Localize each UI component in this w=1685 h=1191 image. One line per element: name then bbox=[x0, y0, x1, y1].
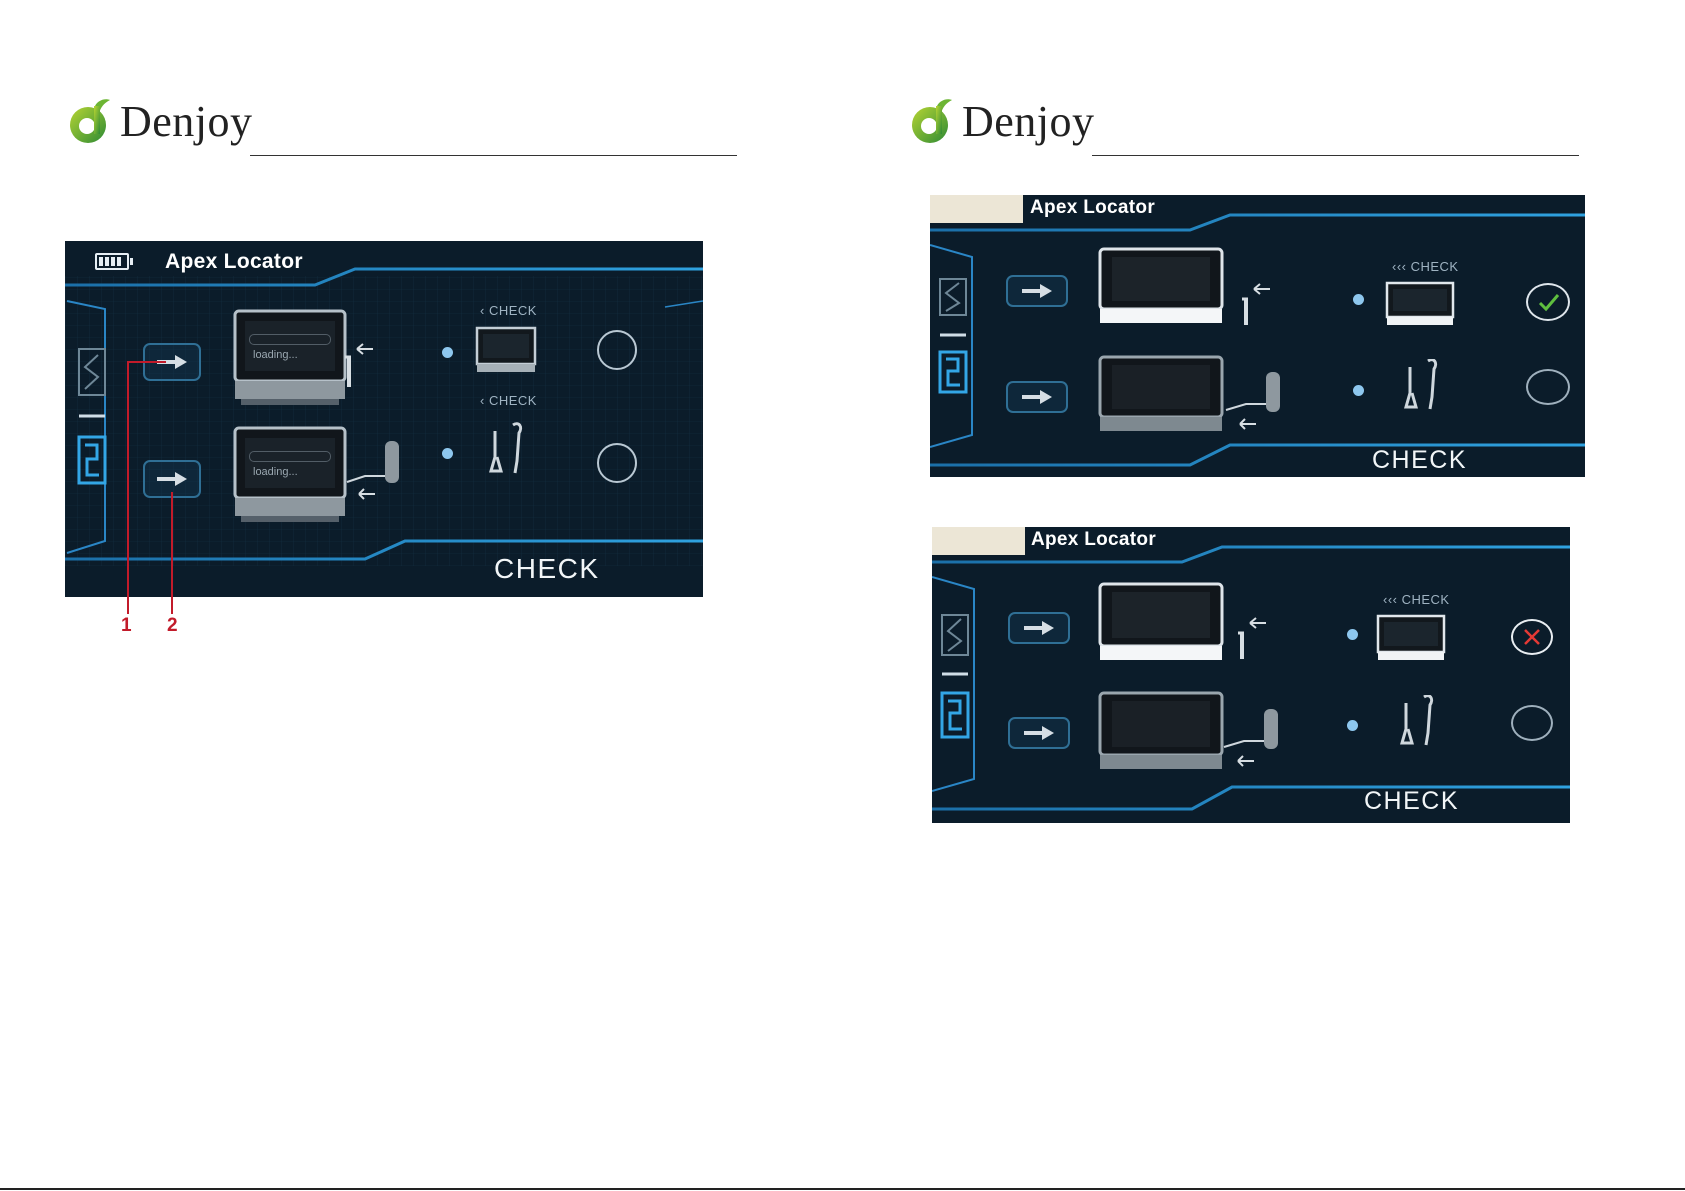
result-indicator-1 bbox=[597, 330, 637, 370]
apex-locator-device-icon bbox=[1098, 247, 1224, 329]
status-dot bbox=[1353, 385, 1364, 396]
loading-status: loading... bbox=[253, 466, 298, 478]
header-rule bbox=[250, 155, 737, 156]
arrow-right-icon bbox=[1022, 390, 1052, 404]
title-tab bbox=[930, 195, 1023, 223]
result-indicator-2 bbox=[1526, 369, 1570, 405]
brand-header-right: Denjoy bbox=[910, 98, 1095, 144]
brand-header-left: Denjoy bbox=[68, 98, 253, 144]
status-dot bbox=[442, 347, 453, 358]
arrow-right-icon bbox=[1022, 284, 1052, 298]
screen-title: Apex Locator bbox=[1030, 197, 1155, 219]
result-indicator-2 bbox=[1511, 705, 1553, 741]
check-button[interactable]: CHECK bbox=[1372, 446, 1467, 475]
result-indicator-1 bbox=[1511, 619, 1553, 655]
arrow-right-icon bbox=[1024, 726, 1054, 740]
loading-progress bbox=[249, 334, 331, 345]
mode-selector[interactable] bbox=[936, 277, 972, 417]
mini-device-icon bbox=[1385, 281, 1457, 327]
test-button-2[interactable] bbox=[1006, 381, 1068, 413]
status-dot bbox=[1347, 629, 1358, 640]
denjoy-logo-icon bbox=[68, 98, 112, 144]
arrow-right-icon bbox=[1024, 621, 1054, 635]
header-rule bbox=[1092, 155, 1579, 156]
probe-tools-icon bbox=[1396, 695, 1440, 751]
check-button[interactable]: CHECK bbox=[494, 553, 600, 585]
check-mark-icon bbox=[1538, 292, 1560, 312]
check-hint-1: ‹‹‹ CHECK bbox=[1383, 592, 1450, 607]
brand-name: Denjoy bbox=[962, 100, 1095, 144]
loading-progress bbox=[249, 451, 331, 462]
test-button-2[interactable] bbox=[1008, 717, 1070, 749]
handpiece-cable-icon bbox=[345, 436, 405, 506]
apex-locator-device-icon bbox=[1098, 691, 1224, 775]
test-button-1[interactable] bbox=[1006, 275, 1068, 307]
apex-locator-screen-fail: Apex Locator ‹‹‹ CHECK bbox=[932, 527, 1570, 823]
handpiece-cable-icon bbox=[1222, 707, 1284, 777]
brand-name: Denjoy bbox=[120, 100, 253, 144]
file-clip-icon bbox=[343, 341, 383, 391]
apex-locator-device-icon bbox=[1098, 582, 1224, 666]
apex-locator-device-icon bbox=[1098, 355, 1224, 437]
test-button-1[interactable] bbox=[1008, 612, 1070, 644]
result-indicator-2 bbox=[597, 443, 637, 483]
loading-status: loading... bbox=[253, 349, 298, 361]
mini-device-icon bbox=[1376, 614, 1448, 662]
mode-selector[interactable] bbox=[75, 347, 111, 497]
check-button[interactable]: CHECK bbox=[1364, 787, 1459, 816]
check-hint-1: ‹‹‹ CHECK bbox=[1392, 259, 1459, 274]
title-tab bbox=[932, 527, 1025, 555]
apex-locator-screen-pass: Apex Locator ‹‹‹ CHECK bbox=[930, 195, 1585, 477]
mini-device-icon bbox=[475, 326, 537, 376]
screen-frame bbox=[932, 527, 1570, 823]
screen-title: Apex Locator bbox=[165, 250, 303, 274]
status-dot bbox=[1353, 294, 1364, 305]
denjoy-logo-icon bbox=[910, 98, 954, 144]
file-clip-icon bbox=[1236, 617, 1276, 663]
status-dot bbox=[1347, 720, 1358, 731]
battery-icon bbox=[95, 253, 129, 270]
callout-lines bbox=[110, 352, 180, 618]
check-hint-2: ‹ CHECK bbox=[480, 393, 537, 408]
mode-selector[interactable] bbox=[938, 613, 974, 763]
handpiece-cable-icon bbox=[1224, 370, 1286, 440]
callout-1: 1 bbox=[121, 615, 132, 637]
file-clip-icon bbox=[1240, 283, 1280, 329]
page-bottom-rule bbox=[0, 1188, 1685, 1190]
result-indicator-1 bbox=[1526, 283, 1570, 321]
probe-tools-icon bbox=[1400, 359, 1444, 415]
callout-2: 2 bbox=[167, 615, 178, 637]
check-hint-1: ‹ CHECK bbox=[480, 303, 537, 318]
x-mark-icon bbox=[1523, 628, 1541, 646]
screen-title: Apex Locator bbox=[1031, 529, 1156, 551]
status-dot bbox=[442, 448, 453, 459]
probe-tools-icon bbox=[485, 421, 529, 481]
